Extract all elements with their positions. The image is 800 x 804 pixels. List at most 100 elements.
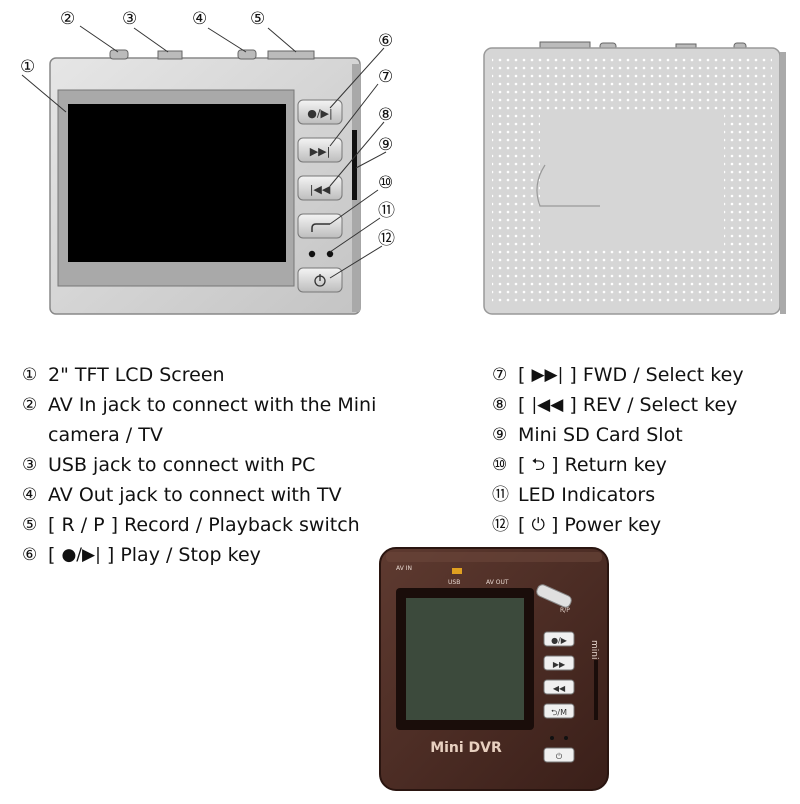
callout-7: ⑦ <box>378 67 393 87</box>
legend-item-3: ③ USB jack to connect with PC <box>22 450 442 480</box>
photo-key-2: ▶▶ <box>543 655 575 671</box>
legend-right: ⑦ [ ▶▶| ] FWD / Select key ⑧ [ |◀◀ ] REV… <box>492 360 792 540</box>
legend-num: ⑧ <box>492 395 508 415</box>
callout-6: ⑥ <box>378 31 393 51</box>
callout-12: ⑫ <box>378 229 395 249</box>
rp-switch <box>267 50 315 60</box>
photo-key-3: ◀◀ <box>543 679 575 695</box>
legend-post: ] FWD / Select key <box>563 364 744 386</box>
legend-num: ② <box>22 395 38 415</box>
legend-item-6: ⑥ [ ●/▶| ] Play / Stop key <box>22 540 442 570</box>
photo-port-rp: R/P <box>560 607 570 614</box>
legend-item-10: ⑩ [ ⮌ ] Return key <box>492 450 792 480</box>
legend-pre: [ <box>48 544 62 566</box>
svg-text:|◀◀: |◀◀ <box>310 183 331 196</box>
legend-text: USB jack to connect with PC <box>48 454 316 476</box>
svg-text:●/▶: ●/▶ <box>551 636 568 645</box>
fwd-key: ▶▶| <box>297 137 343 163</box>
legend-num: ③ <box>22 455 38 475</box>
legend-num: ⑥ <box>22 545 38 565</box>
legend-num: ⑤ <box>22 515 38 535</box>
legend-item-9: ⑨ Mini SD Card Slot <box>492 420 792 450</box>
play-stop-icon: ●/▶| <box>61 545 101 565</box>
legend-post: ] Power key <box>544 514 662 536</box>
photo-port-usb: USB <box>448 579 460 586</box>
legend-text: [ R / P ] Record / Playback switch <box>48 514 360 536</box>
power-key <box>297 267 343 293</box>
svg-text:⮌/M: ⮌/M <box>551 708 567 717</box>
svg-text:◀◀: ◀◀ <box>553 684 566 693</box>
legend-post: ] REV / Select key <box>563 394 738 416</box>
rewind-icon: |◀◀ <box>531 395 564 415</box>
legend-text: 2" TFT LCD Screen <box>48 364 225 386</box>
photo-port-av-out: AV OUT <box>486 579 509 586</box>
photo-key-1: ●/▶ <box>543 631 575 647</box>
callout-2: ② <box>60 9 75 29</box>
legend-num: ⑫ <box>492 515 509 535</box>
photo-device: AV IN USB AV OUT R/P Mini DVR mini ●/▶ ▶… <box>379 547 609 791</box>
callout-11: ⑪ <box>378 201 395 221</box>
legend-text: Mini SD Card Slot <box>518 424 683 446</box>
legend-pre: [ <box>518 454 532 476</box>
legend-text: AV In jack to connect with the Mini <box>48 394 377 416</box>
svg-text:▶▶: ▶▶ <box>553 660 566 669</box>
legend-item-2-cont: camera / TV <box>48 424 163 446</box>
photo-usb-port <box>452 568 462 574</box>
rev-key: |◀◀ <box>297 175 343 201</box>
legend-item-7: ⑦ [ ▶▶| ] FWD / Select key <box>492 360 792 390</box>
legend-item-8: ⑧ [ |◀◀ ] REV / Select key <box>492 390 792 420</box>
sd-card-slot <box>352 130 357 200</box>
lcd-screen <box>68 104 286 262</box>
photo-port-av-in: AV IN <box>396 565 412 572</box>
legend-item-12: ⑫ [ ⏻ ] Power key <box>492 510 792 540</box>
legend-post: ] Play / Stop key <box>100 544 261 566</box>
led-indicator-1 <box>308 250 316 258</box>
callout-3: ③ <box>122 9 137 29</box>
legend-num: ① <box>22 365 38 385</box>
svg-text:●/▶|: ●/▶| <box>307 107 332 120</box>
callout-9: ⑨ <box>378 135 393 155</box>
back-device <box>483 41 786 315</box>
callout-10: ⑩ <box>378 173 393 193</box>
photo-side-label: mini <box>589 640 599 659</box>
callout-4: ④ <box>192 9 207 29</box>
usb-port <box>157 50 183 60</box>
legend-text: LED Indicators <box>518 484 656 506</box>
legend-pre: [ <box>518 394 532 416</box>
legend-pre: [ <box>518 514 532 536</box>
callout-1: ① <box>20 57 35 77</box>
legend-pre: [ <box>518 364 532 386</box>
legend-text: AV Out jack to connect with TV <box>48 484 342 506</box>
legend-left: ① 2" TFT LCD Screen ② AV In jack to conn… <box>22 360 442 570</box>
callout-8: ⑧ <box>378 105 393 125</box>
legend-num: ④ <box>22 485 38 505</box>
legend-item-4: ④ AV Out jack to connect with TV <box>22 480 442 510</box>
play-stop-key: ●/▶| <box>297 99 343 125</box>
legend-num: ⑨ <box>492 425 508 445</box>
callouts: ② ③ ④ ⑤ ① ⑥ ⑦ ⑧ ⑨ ⑩ ⑪ ⑫ <box>20 9 395 249</box>
av-out-port <box>237 49 257 60</box>
legend-num: ⑩ <box>492 455 508 475</box>
photo-key-5: ⏻ <box>543 747 575 763</box>
photo-key-4: ⮌/M <box>543 703 575 719</box>
legend-num: ⑦ <box>492 365 508 385</box>
power-icon: ⏻ <box>531 515 545 535</box>
legend-post: ] Return key <box>545 454 667 476</box>
fast-forward-icon: ▶▶| <box>531 365 564 385</box>
legend-num: ⑪ <box>492 485 509 505</box>
svg-text:⏻: ⏻ <box>556 752 563 761</box>
led-indicator-2 <box>326 250 334 258</box>
callout-5: ⑤ <box>250 9 265 29</box>
av-in-port <box>109 49 129 60</box>
photo-screen <box>406 598 524 720</box>
front-device: ●/▶| ▶▶| |◀◀ <box>49 49 361 315</box>
legend-item-2: ② AV In jack to connect with the Mini <box>22 390 442 420</box>
legend-item-1: ① 2" TFT LCD Screen <box>22 360 442 390</box>
svg-text:▶▶|: ▶▶| <box>310 145 331 158</box>
photo-brand: Mini DVR <box>430 740 502 756</box>
legend-item-11: ⑪ LED Indicators <box>492 480 792 510</box>
photo-rp-switch <box>536 584 572 608</box>
return-icon: ⮌ <box>531 455 546 475</box>
